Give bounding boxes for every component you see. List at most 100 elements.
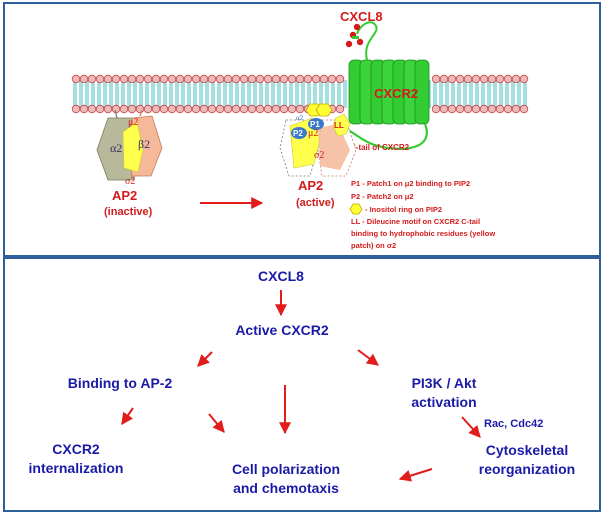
- node-binding-ap2: Binding to AP-2: [68, 375, 173, 391]
- p2-label: P2: [293, 129, 303, 138]
- lipid-head: [503, 104, 513, 114]
- lipid-head: [79, 74, 89, 84]
- node-internalization-line2: internalization: [29, 460, 124, 476]
- lipid-head: [111, 74, 121, 84]
- lipid-head: [287, 74, 297, 84]
- lipid-head: [471, 74, 481, 84]
- p1-patch: [308, 118, 324, 130]
- beta2-label: β2: [138, 137, 150, 151]
- lipid-tails: [72, 80, 527, 108]
- lipid-head: [207, 74, 217, 84]
- lipid-head: [247, 74, 257, 84]
- lipid-head: [447, 104, 457, 114]
- lipid-head: [231, 74, 241, 84]
- node-cytoskeletal-line2: reorganization: [479, 461, 575, 477]
- alpha2-small-label: α2: [296, 114, 304, 122]
- arrow-to-internalization: [121, 407, 134, 425]
- mu2-active-label: μ2: [308, 128, 318, 139]
- cxcr2-c-tail: [339, 123, 428, 150]
- lipid-head: [95, 104, 105, 114]
- lipid-head: [263, 74, 273, 84]
- lipid-head: [167, 74, 177, 84]
- ll-yellow-patch: [332, 113, 351, 137]
- lipid-head: [223, 74, 233, 84]
- lipid-head: [295, 104, 305, 114]
- node-rac-cdc42: Rac, Cdc42: [484, 418, 543, 430]
- legend-inositol-icon: [349, 203, 363, 215]
- ap2-active-title: AP2: [298, 178, 323, 193]
- lipid-head: [463, 74, 473, 84]
- lipid-head: [271, 74, 281, 84]
- lipid-head: [495, 74, 505, 84]
- ap2-inactive-title: AP2: [112, 188, 137, 203]
- lipid-head: [199, 104, 209, 114]
- lipid-head: [143, 104, 153, 114]
- lipid-head: [463, 104, 473, 114]
- lipid-head: [311, 74, 321, 84]
- sigma2-active-label: σ2: [314, 150, 324, 161]
- legend-line-4: LL - Dileucine motif on CXCR2 C-tail: [351, 217, 480, 226]
- legend-line-1: P1 - Patch1 on μ2 binding to PIP2: [351, 179, 470, 188]
- arrow-cytoskeletal-to-polarization: [398, 468, 433, 482]
- lipid-head: [447, 74, 457, 84]
- lipid-head: [519, 104, 529, 114]
- lipid-head: [247, 104, 257, 114]
- lipid-head: [79, 104, 89, 114]
- ap2-active-state: (active): [296, 197, 335, 209]
- arrow-to-pi3k: [357, 349, 379, 366]
- lipid-head: [239, 104, 249, 114]
- lipid-head: [135, 74, 145, 84]
- lipid-head: [263, 104, 273, 114]
- legend-line-5: binding to hydrophobic residues (yellow: [351, 229, 495, 238]
- lipid-head: [151, 104, 161, 114]
- lipid-head: [431, 104, 441, 114]
- lipid-head: [183, 74, 193, 84]
- lipid-head: [103, 104, 113, 114]
- lipid-head: [223, 104, 233, 114]
- lipid-head: [439, 104, 449, 114]
- lipid-head: [103, 74, 113, 84]
- cxcr2-receptor: [339, 21, 430, 150]
- lipid-head: [503, 74, 513, 84]
- arrow-to-cytoskeletal: [461, 416, 481, 438]
- lipid-head: [215, 74, 225, 84]
- lipid-head: [303, 74, 313, 84]
- legend-line-3: - Inositol ring on PIP2: [365, 205, 442, 214]
- lipid-head: [135, 104, 145, 114]
- lipid-heads-top: [71, 74, 529, 84]
- lipid-head: [471, 104, 481, 114]
- lipid-head: [439, 74, 449, 84]
- legend: P1 - Patch1 on μ2 binding to PIP2 P2 - P…: [349, 179, 495, 250]
- lipid-head: [191, 104, 201, 114]
- lipid-head: [479, 74, 489, 84]
- lipid-head: [279, 74, 289, 84]
- lipid-head: [335, 104, 345, 114]
- legend-line-6: patch) on σ2: [351, 241, 396, 250]
- lipid-head: [175, 104, 185, 114]
- lipid-heads-bottom: [71, 104, 529, 114]
- lipid-head: [207, 104, 217, 114]
- node-cxcl8: CXCL8: [258, 268, 304, 284]
- lipid-head: [239, 74, 249, 84]
- lipid-head: [127, 74, 137, 84]
- cxcl8-top-label: CXCL8: [340, 9, 383, 24]
- lipid-head: [495, 104, 505, 114]
- c-tail-label: C-tail of CXCR2: [350, 143, 410, 152]
- lipid-head: [279, 104, 289, 114]
- lipid-head: [487, 74, 497, 84]
- lipid-head: [127, 104, 137, 114]
- bottom-panel-frame: [3, 257, 601, 512]
- lipid-head: [271, 104, 281, 114]
- lipid-head: [255, 74, 265, 84]
- sigma2-label: σ2: [125, 176, 135, 187]
- sigma2-active: [318, 124, 350, 170]
- lipid-head: [287, 104, 297, 114]
- legend-line-2: P2 - Patch2 on μ2: [351, 192, 414, 201]
- lipid-head: [119, 104, 129, 114]
- ap2-inactive-complex: α2 β2 μ2 σ2: [96, 109, 163, 187]
- lipid-head: [87, 104, 97, 114]
- node-active-cxcr2: Active CXCR2: [235, 322, 329, 338]
- ap2-active-complex: P1 P2 LL α2 μ2 σ2: [279, 103, 357, 177]
- lipid-head: [455, 74, 465, 84]
